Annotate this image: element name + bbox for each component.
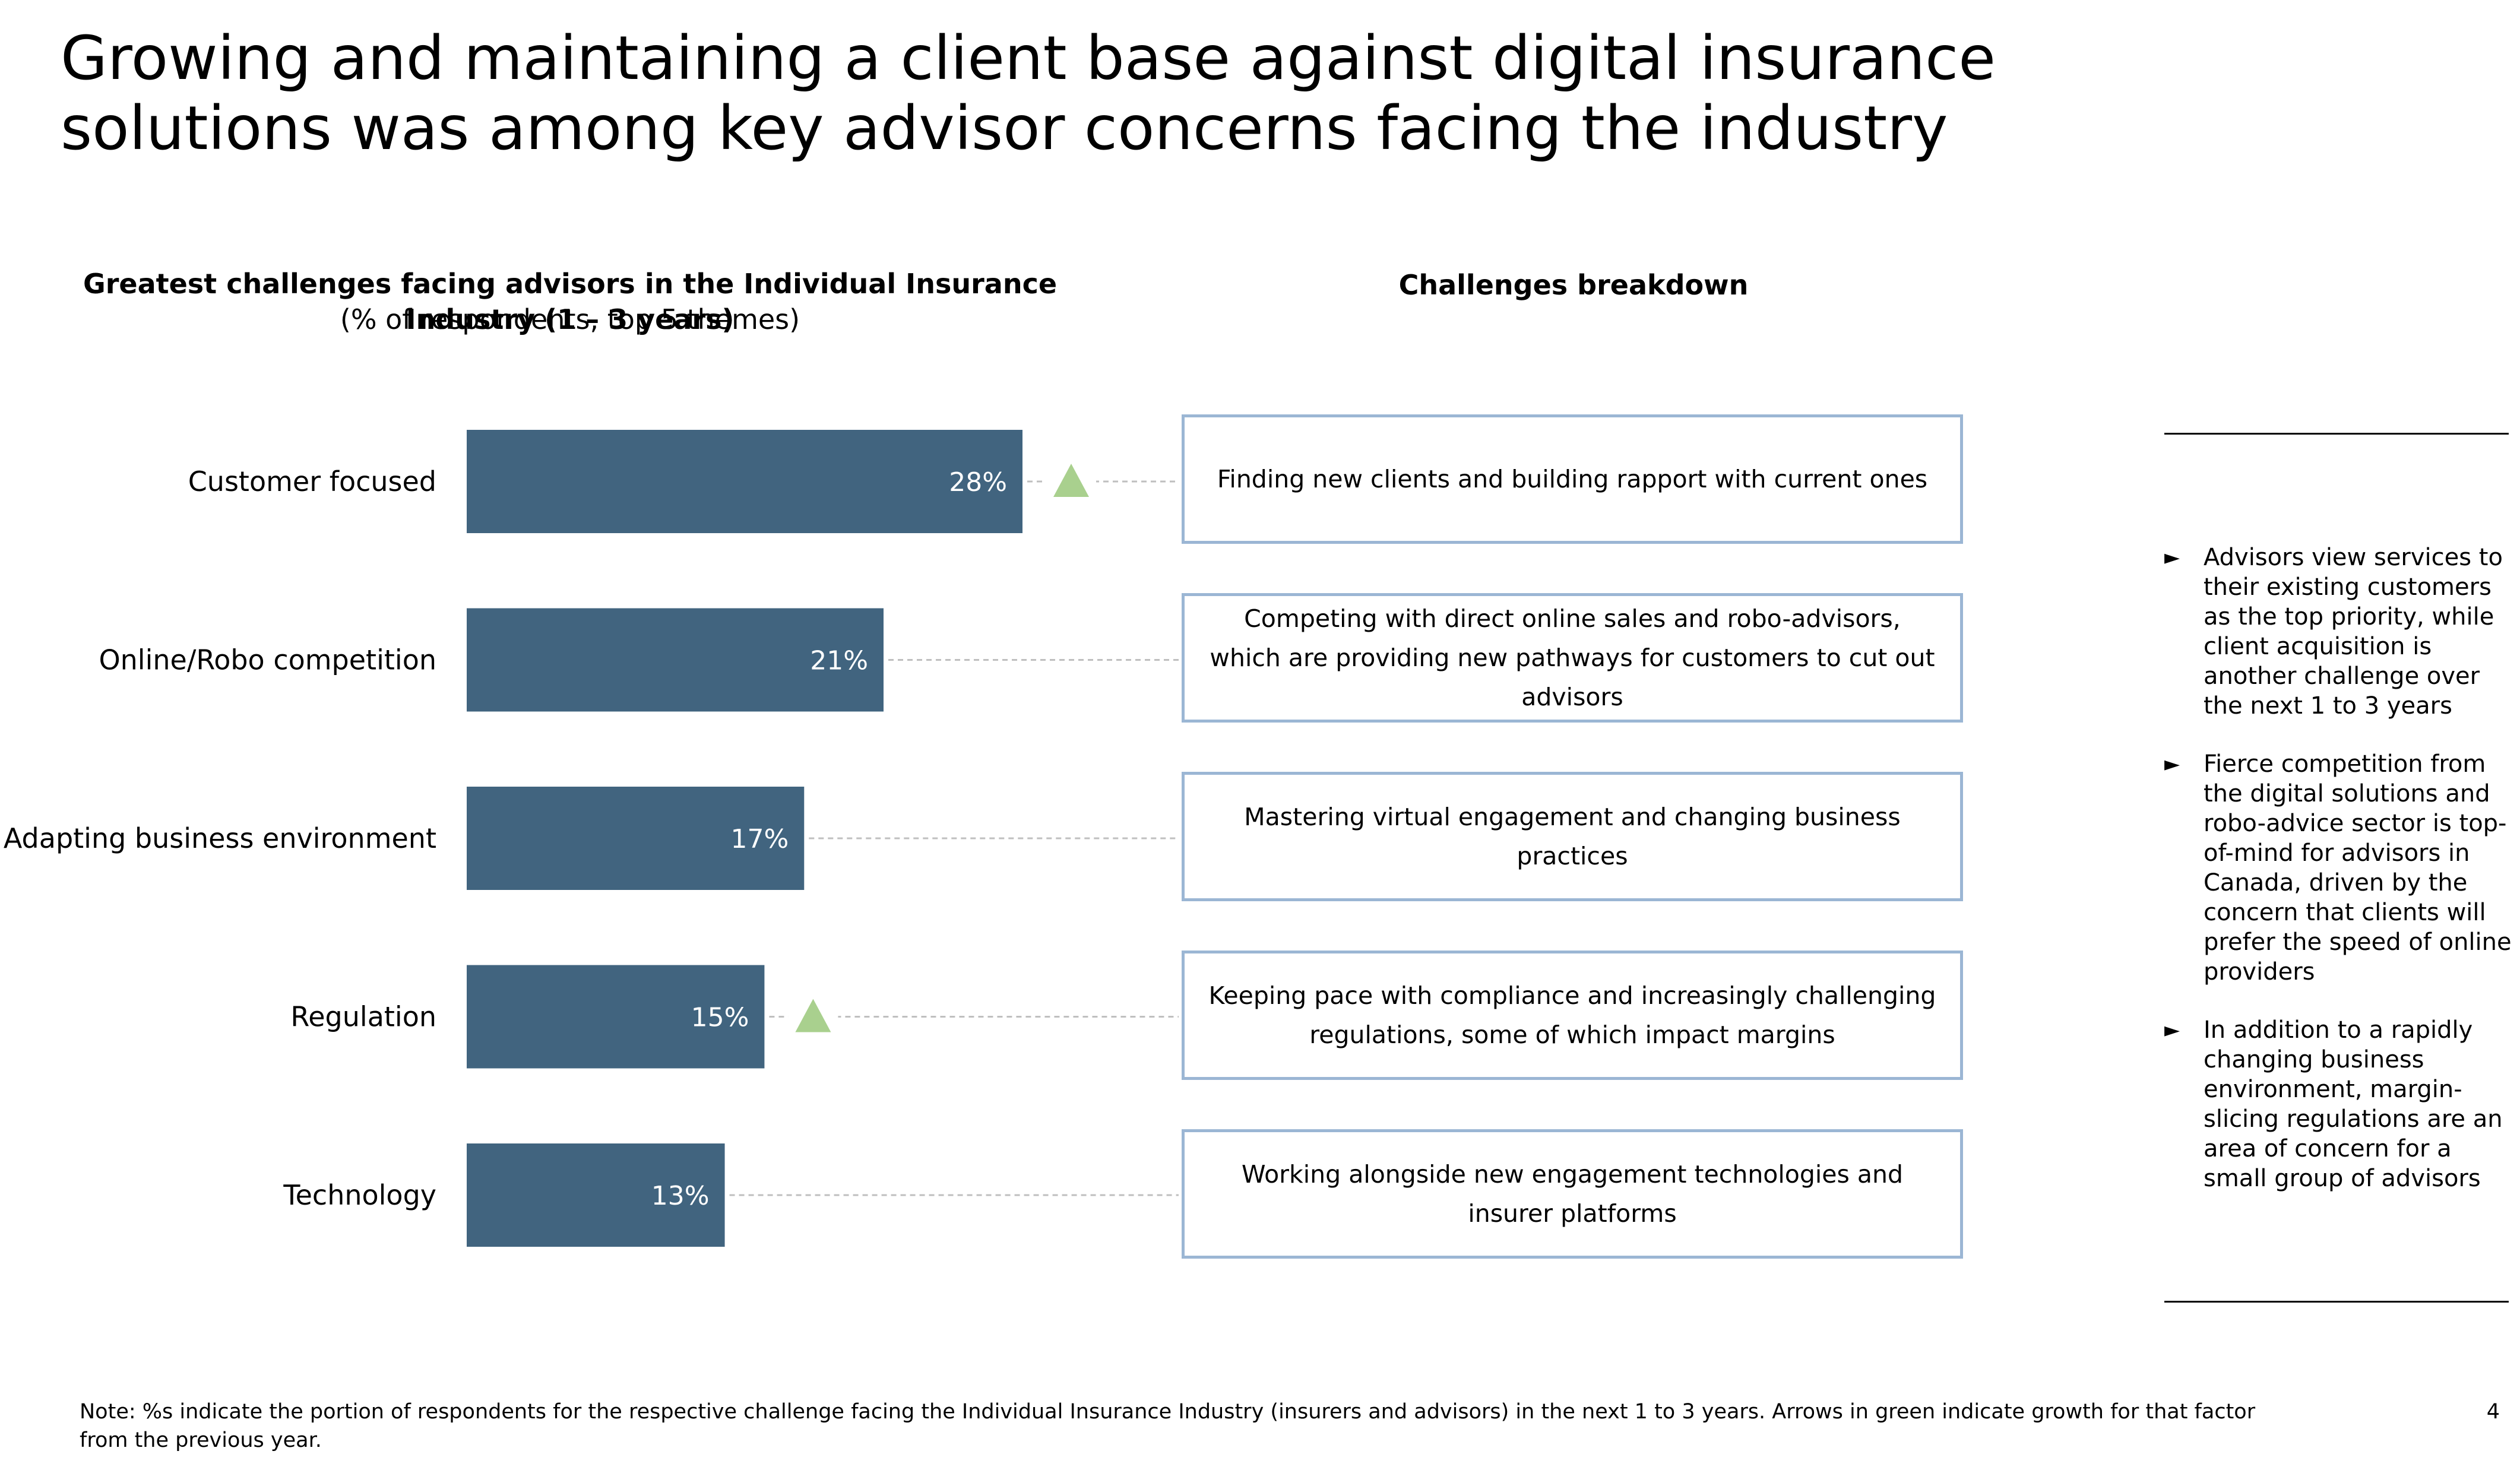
bullet-arrow-icon: ►: [2164, 1018, 2180, 1042]
chart-title: Greatest challenges facing advisors in t…: [83, 268, 1058, 335]
breakdown-box: Finding new clients and building rapport…: [1182, 414, 1963, 544]
sidebar-top-rule: [2164, 433, 2509, 435]
data-label: 15%: [691, 1003, 749, 1033]
breakdown-text: Finding new clients and building rapport…: [1217, 465, 1928, 493]
sidebar-bullet: ► Fierce competition from the digital so…: [2164, 749, 2515, 987]
footnote: Note: %s indicate the portion of respond…: [80, 1400, 2256, 1452]
breakdown-text: Competing with direct online sales and r…: [1210, 604, 1935, 711]
breakdown-box: Competing with direct online sales and r…: [1182, 593, 1963, 723]
data-label: 13%: [651, 1181, 710, 1211]
category-label: Online/Robo competition: [99, 644, 436, 676]
breakdown-text: Mastering virtual engagement and changin…: [1244, 803, 1901, 870]
page-title: Growing and maintaining a client base ag…: [61, 23, 1996, 164]
category-label: Customer focused: [188, 465, 436, 498]
data-label: 17%: [730, 824, 789, 854]
bullet-arrow-icon: ►: [2164, 752, 2180, 776]
category-label: Technology: [283, 1179, 436, 1211]
bullet-arrow-icon: ►: [2164, 546, 2180, 569]
bar: [467, 608, 884, 712]
bar: [467, 965, 765, 1069]
breakdown-box: Keeping pace with compliance and increas…: [1182, 951, 1963, 1080]
bar: [467, 430, 1022, 533]
breakdown-title: Challenges breakdown: [1398, 269, 1749, 301]
breakdown-text: Keeping pace with compliance and increas…: [1208, 981, 1936, 1049]
data-label: 28%: [949, 467, 1007, 498]
bar: [467, 1143, 725, 1247]
page-number: 4: [2486, 1400, 2500, 1424]
bullet-text: Fierce competition from the digital solu…: [2204, 750, 2512, 986]
breakdown-box: Mastering virtual engagement and changin…: [1182, 772, 1963, 901]
sidebar-bullet: ► Advisors view services to their existi…: [2164, 543, 2515, 721]
growth-arrow-icon: [795, 999, 831, 1032]
breakdown-box: Working alongside new engagement technol…: [1182, 1129, 1963, 1259]
bullet-text: In addition to a rapidly changing busine…: [2204, 1016, 2503, 1192]
chart-subtitle: (% of respondents, top 5 themes): [340, 303, 800, 335]
data-label: 21%: [810, 646, 868, 676]
sidebar-bullets: ► Advisors view services to their existi…: [2164, 543, 2515, 1222]
bar: [467, 787, 805, 890]
growth-arrow-icon: [1053, 464, 1089, 497]
sidebar-bullet: ► In addition to a rapidly changing busi…: [2164, 1015, 2515, 1193]
category-label: Regulation: [290, 1001, 436, 1033]
breakdown-text: Working alongside new engagement technol…: [1241, 1160, 1904, 1228]
category-label: Adapting business environment: [4, 822, 436, 854]
sidebar-bottom-rule: [2164, 1301, 2509, 1303]
bullet-text: Advisors view services to their existing…: [2204, 544, 2503, 720]
